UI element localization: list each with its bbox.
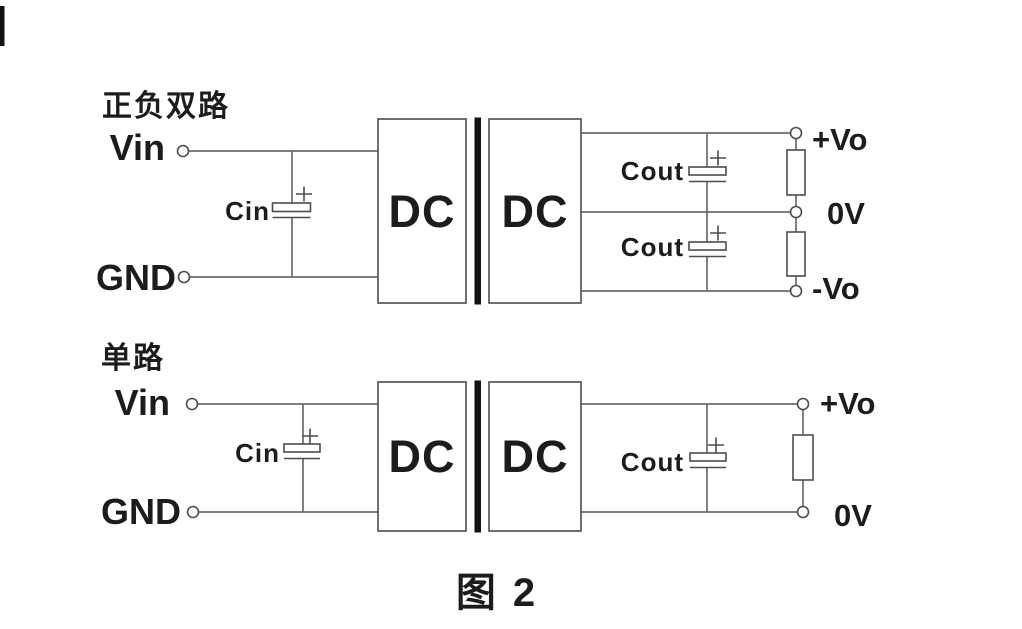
single-wires xyxy=(197,403,804,513)
single-output-circuit: 单路 Vin GND Cin DC DC Cout +Vo 0V xyxy=(101,342,875,533)
scan-edge-artifact xyxy=(0,6,5,46)
terminal-neg-vo xyxy=(789,284,803,298)
capacitor-plate-positive xyxy=(271,202,312,213)
isolation-barrier xyxy=(474,380,481,533)
capacitor-cin xyxy=(271,186,312,219)
terminal-vin xyxy=(176,144,190,158)
polarity-plus-icon xyxy=(302,428,318,444)
single-components xyxy=(185,381,814,532)
capacitor-plate-positive xyxy=(689,452,727,462)
cin-label: Cin xyxy=(235,438,280,468)
capacitor-cin xyxy=(283,428,321,460)
load-resistor xyxy=(792,434,814,481)
figure-caption: 图 2 xyxy=(456,571,538,615)
cout-bottom-label: Cout xyxy=(621,232,684,262)
terminal-gnd xyxy=(186,505,200,519)
terminal-pos-vo xyxy=(789,126,803,140)
gnd-label: GND xyxy=(101,491,181,532)
capacitor-plate-positive xyxy=(688,241,727,251)
single-title-label: 单路 xyxy=(101,342,165,375)
dc-secondary-label: DC xyxy=(502,186,569,237)
capacitor-cout-bottom xyxy=(688,225,727,258)
cin-label: Cin xyxy=(225,196,270,226)
polarity-plus-icon xyxy=(710,150,726,166)
dual-title-label: 正负双路 xyxy=(102,90,230,123)
dc-converter-box-primary xyxy=(377,381,467,532)
capacitor-plate-positive xyxy=(283,443,321,453)
gnd-label: GND xyxy=(96,257,176,298)
dual-output-circuit: 正负双路 Vin GND Cin DC DC Cout Cout +Vo 0V … xyxy=(96,90,867,306)
dual-components xyxy=(176,118,806,304)
capacitor-cout-top xyxy=(688,150,727,183)
dc-converter-box-secondary xyxy=(488,118,582,304)
dc-secondary-label: DC xyxy=(502,431,569,482)
terminal-0v xyxy=(796,505,810,519)
single-texts: 单路 Vin GND Cin DC DC Cout +Vo 0V xyxy=(101,342,875,533)
load-resistor-top xyxy=(786,149,806,196)
terminal-gnd xyxy=(177,270,191,284)
isolation-barrier xyxy=(474,117,481,305)
capacitor-cout xyxy=(689,437,727,469)
terminal-pos-vo xyxy=(796,397,810,411)
load-resistor-bottom xyxy=(786,231,806,277)
cout-label: Cout xyxy=(621,447,684,477)
polarity-plus-icon xyxy=(708,437,724,453)
output-neg-label: -Vo xyxy=(812,271,860,306)
polarity-plus-icon xyxy=(710,225,726,241)
output-pos-label: +Vo xyxy=(812,122,867,157)
vin-label: Vin xyxy=(115,382,170,423)
dc-primary-label: DC xyxy=(389,186,456,237)
output-pos-label: +Vo xyxy=(820,386,875,421)
output-0v-label: 0V xyxy=(834,498,872,533)
dc-primary-label: DC xyxy=(389,431,456,482)
terminal-vin xyxy=(185,397,199,411)
dc-converter-box-secondary xyxy=(488,381,582,532)
capacitor-plate-positive xyxy=(688,166,727,176)
output-0v-label: 0V xyxy=(827,196,865,231)
polarity-plus-icon xyxy=(296,186,312,202)
terminal-0v xyxy=(789,205,803,219)
vin-label: Vin xyxy=(110,127,165,168)
dc-converter-box-primary xyxy=(377,118,467,304)
dual-texts: 正负双路 Vin GND Cin DC DC Cout Cout +Vo 0V … xyxy=(96,90,867,306)
cout-top-label: Cout xyxy=(621,156,684,186)
